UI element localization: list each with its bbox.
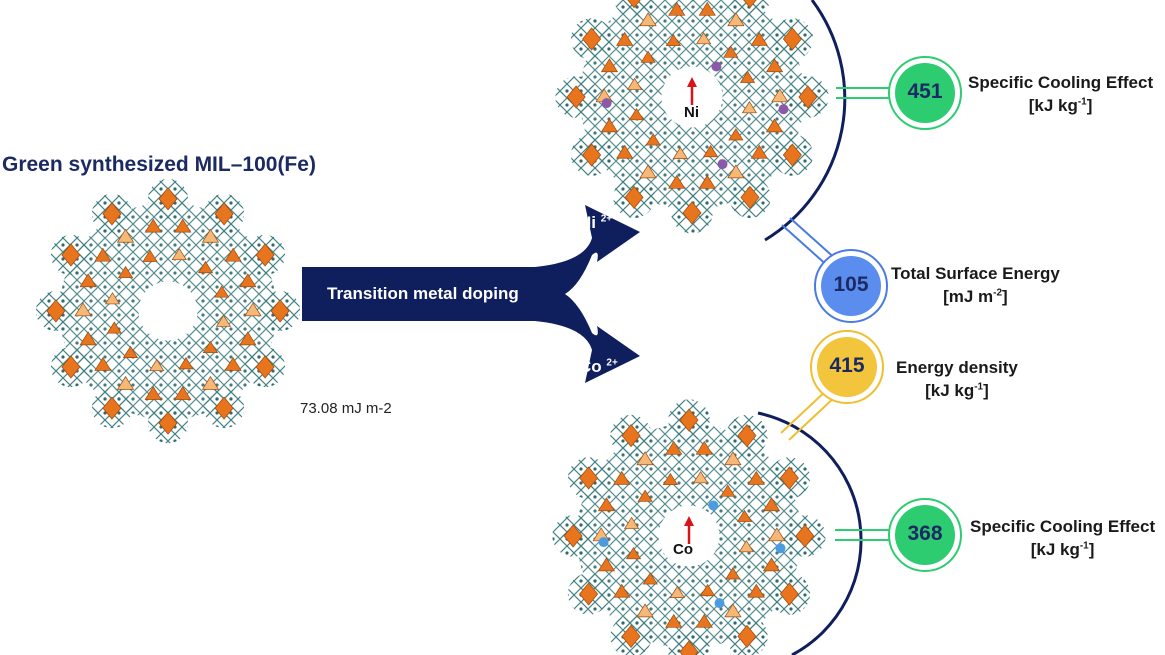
co-branch-text: Co xyxy=(579,357,602,376)
ni-branch-text: Ni xyxy=(579,213,596,232)
metric-label-energy-density: Energy density [kJ kg-1] xyxy=(896,356,1018,402)
ni-bracket-arc xyxy=(764,0,847,242)
co-branch-charge: 2+ xyxy=(606,357,618,369)
metric-unit: [kJ kg-1] xyxy=(925,381,989,400)
page-title: Green synthesized MIL–100(Fe) xyxy=(2,153,316,176)
connector-105 xyxy=(781,217,839,269)
co-bracket-arc xyxy=(757,411,863,655)
metric-unit: [kJ kg-1] xyxy=(1030,540,1095,559)
mof-ni-framework xyxy=(555,0,829,234)
mof-parent-framework xyxy=(35,178,301,444)
metric-label-cooling-ni: Specific Cooling Effect [kJ kg-1] xyxy=(968,71,1153,117)
connector-368 xyxy=(835,529,897,541)
metric-value: 105 xyxy=(833,273,869,296)
connector-415 xyxy=(780,386,839,441)
ni-marker-label: Ni xyxy=(684,104,699,121)
metric-unit: [mJ m-2] xyxy=(943,287,1008,306)
metric-title: Specific Cooling Effect xyxy=(970,517,1156,536)
metric-unit: [kJ kg-1] xyxy=(1028,96,1093,115)
co-branch-label: Co 2+ xyxy=(579,357,618,377)
surface-energy-note: 73.08 mJ m-2 xyxy=(300,400,392,417)
doping-arrow xyxy=(302,205,640,383)
metric-circle-105 xyxy=(814,249,888,323)
metric-value: 415 xyxy=(829,354,865,377)
connector-451 xyxy=(836,87,896,99)
metric-title: Specific Cooling Effect xyxy=(968,73,1154,92)
metric-title: Total Surface Energy xyxy=(891,264,1060,283)
metric-title: Energy density xyxy=(896,358,1018,377)
ni-branch-label: Ni 2+ xyxy=(579,213,612,233)
metric-label-cooling-co: Specific Cooling Effect [kJ kg-1] xyxy=(970,515,1155,561)
co-marker-label: Co xyxy=(673,541,693,558)
mof-co-framework xyxy=(552,399,826,655)
metric-circle-451 xyxy=(888,56,962,130)
metric-value: 368 xyxy=(907,522,943,545)
metric-circle-368 xyxy=(888,498,962,572)
arrow-label: Transition metal doping xyxy=(327,284,519,303)
metric-circle-415 xyxy=(810,330,884,404)
ni-branch-charge: 2+ xyxy=(600,213,613,225)
metric-label-surface-energy: Total Surface Energy [mJ m-2] xyxy=(891,262,1060,308)
metric-value: 451 xyxy=(907,80,943,103)
